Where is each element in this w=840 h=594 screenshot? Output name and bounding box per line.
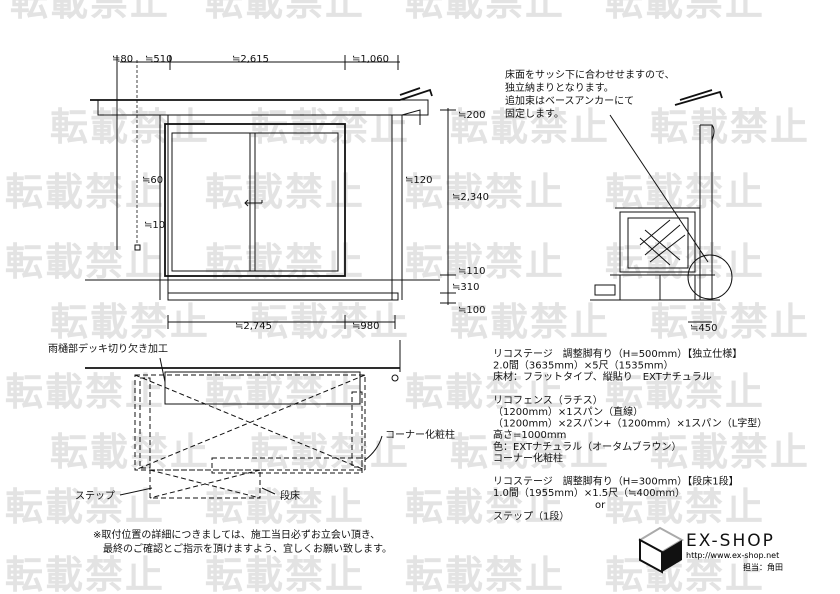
ex-shop-logo: EX-SHOP http://www.ex-shop.net 担当：角田 — [637, 526, 783, 574]
side-note-line: 床面をサッシ下に合わせせますので、 — [505, 68, 675, 81]
watermark-text: 転載禁止 — [5, 370, 165, 414]
side-note-line: 独立納まりとなります。 — [505, 81, 614, 94]
watermark-text: 転載禁止 — [405, 553, 565, 594]
dim-980: ≒980 — [352, 321, 379, 332]
dim-100: ≒100 — [458, 305, 485, 316]
dim-120: ≒120 — [405, 175, 432, 186]
watermark-text: 転載禁止 — [605, 240, 765, 284]
spec-line: 1.0間（1955mm）×1.5尺（≒400mm） — [493, 487, 685, 499]
staff-label: 担当：角田 — [743, 562, 783, 572]
watermark-text: 転載禁止 — [650, 300, 810, 344]
watermark-text: 転載禁止 — [450, 300, 610, 344]
watermark-text: 転載禁止 — [450, 105, 610, 149]
dim-200: ≒200 — [458, 110, 485, 121]
spec-line: or — [595, 500, 606, 511]
logo-name: EX-SHOP — [686, 531, 775, 551]
watermark-text: 転載禁止 — [50, 430, 210, 474]
dim-510: ≒510 — [145, 54, 172, 65]
watermark-text: 転載禁止 — [50, 105, 210, 149]
watermark-text: 転載禁止 — [5, 240, 165, 284]
label-step: ステップ — [75, 490, 115, 502]
watermark-text: 転載禁止 — [605, 370, 765, 414]
spec-line: リコステージ 調整脚有り（H=500mm）【独立仕様】 — [493, 347, 742, 360]
label-gutter-cut: 雨樋部デッキ切り欠き加工 — [48, 342, 168, 355]
spec-line: 高さ=1000mm — [493, 428, 566, 441]
watermark-text: 転載禁止 — [205, 485, 365, 529]
watermark-layer: 転載禁止転載禁止転載禁止転載禁止転載禁止転載禁止転載禁止転載禁止転載禁止転載禁止… — [5, 0, 810, 594]
spec-line: 床材：フラットタイプ、縦貼り EXTナチュラル — [493, 370, 712, 383]
watermark-text: 転載禁止 — [250, 105, 410, 149]
watermark-text: 転載禁止 — [5, 553, 165, 594]
watermark-text: 転載禁止 — [10, 0, 170, 24]
dim-2615: ≒2,615 — [232, 54, 269, 65]
watermark-text: 転載禁止 — [5, 170, 165, 214]
watermark-text: 転載禁止 — [450, 430, 610, 474]
side-note-line: 固定します。 — [505, 107, 564, 120]
watermark-text: 転載禁止 — [205, 370, 365, 414]
spec-line: 色：EXTナチュラル（オータムブラウン） — [493, 440, 682, 453]
front-elevation: ≒80 ≒510 ≒2,615 ≒1,060 ≒60 ≒10 ≒120 ≒200… — [85, 54, 489, 332]
spec-line: リコフェンス（ラチス） — [493, 394, 603, 406]
side-elevation: ≒450 床面をサッシ下に合わせせますので、 独立納まりとなります。 追加束はベ… — [505, 68, 733, 334]
watermark-text: 転載禁止 — [405, 240, 565, 284]
dim-80: ≒80 — [112, 54, 133, 65]
footer-note-line: 最終のご確認とご指示を頂けますよう、宜しくお願い致します。 — [103, 542, 392, 555]
watermark-text: 転載禁止 — [405, 0, 565, 24]
footer-note-line: ※取付位置の詳細につきましては、施工当日必ずお立会い頂き、 — [93, 528, 380, 541]
watermark-text: 転載禁止 — [5, 485, 165, 529]
spec-text: リコステージ 調整脚有り（H=500mm）【独立仕様】2.0間（3635mm）×… — [493, 347, 767, 522]
watermark-text: 転載禁止 — [405, 170, 565, 214]
watermark-text: 転載禁止 — [605, 0, 765, 24]
watermark-text: 転載禁止 — [650, 430, 810, 474]
dim-2745: ≒2,745 — [235, 321, 272, 332]
watermark-text: 転載禁止 — [650, 105, 810, 149]
label-corner-post: コーナー化粧柱 — [385, 428, 455, 441]
spec-line: ステップ（1段） — [493, 509, 569, 522]
plan-view: 雨樋部デッキ切り欠き加工 コーナー化粧柱 ステップ 段床 ※取付位置の詳細につき… — [48, 340, 455, 555]
dim-10: ≒10 — [144, 220, 165, 231]
dim-1060: ≒1,060 — [352, 54, 389, 65]
dim-450: ≒450 — [690, 323, 717, 334]
spec-line: リコステージ 調整脚有り（H=300mm）【段床1段】 — [493, 475, 739, 488]
watermark-text: 転載禁止 — [605, 553, 765, 594]
watermark-text: 転載禁止 — [205, 170, 365, 214]
label-step-floor: 段床 — [280, 489, 300, 502]
watermark-text: 転載禁止 — [205, 240, 365, 284]
spec-line: コーナー化粧柱 — [493, 451, 563, 464]
watermark-text: 転載禁止 — [405, 370, 565, 414]
watermark-text: 転載禁止 — [605, 170, 765, 214]
watermark-text: 転載禁止 — [205, 0, 365, 24]
watermark-text: 転載禁止 — [205, 553, 365, 594]
watermark-text: 転載禁止 — [605, 485, 765, 529]
dim-60: ≒60 — [142, 175, 163, 186]
dim-2340: ≒2,340 — [452, 192, 489, 203]
watermark-text: 転載禁止 — [405, 485, 565, 529]
logo-url[interactable]: http://www.ex-shop.net — [686, 551, 779, 560]
dim-310: ≒310 — [452, 282, 479, 293]
spec-line: 2.0間（3635mm）×5尺（1535mm） — [493, 360, 674, 372]
side-note-line: 追加束はベースアンカーにて — [505, 94, 634, 107]
spec-line: （1200mm）×1スパン（直線） — [493, 405, 643, 418]
spec-line: （1200mm）×2スパン+（1200mm）×1スパン（L字型） — [493, 417, 767, 430]
dim-110: ≒110 — [458, 266, 485, 277]
